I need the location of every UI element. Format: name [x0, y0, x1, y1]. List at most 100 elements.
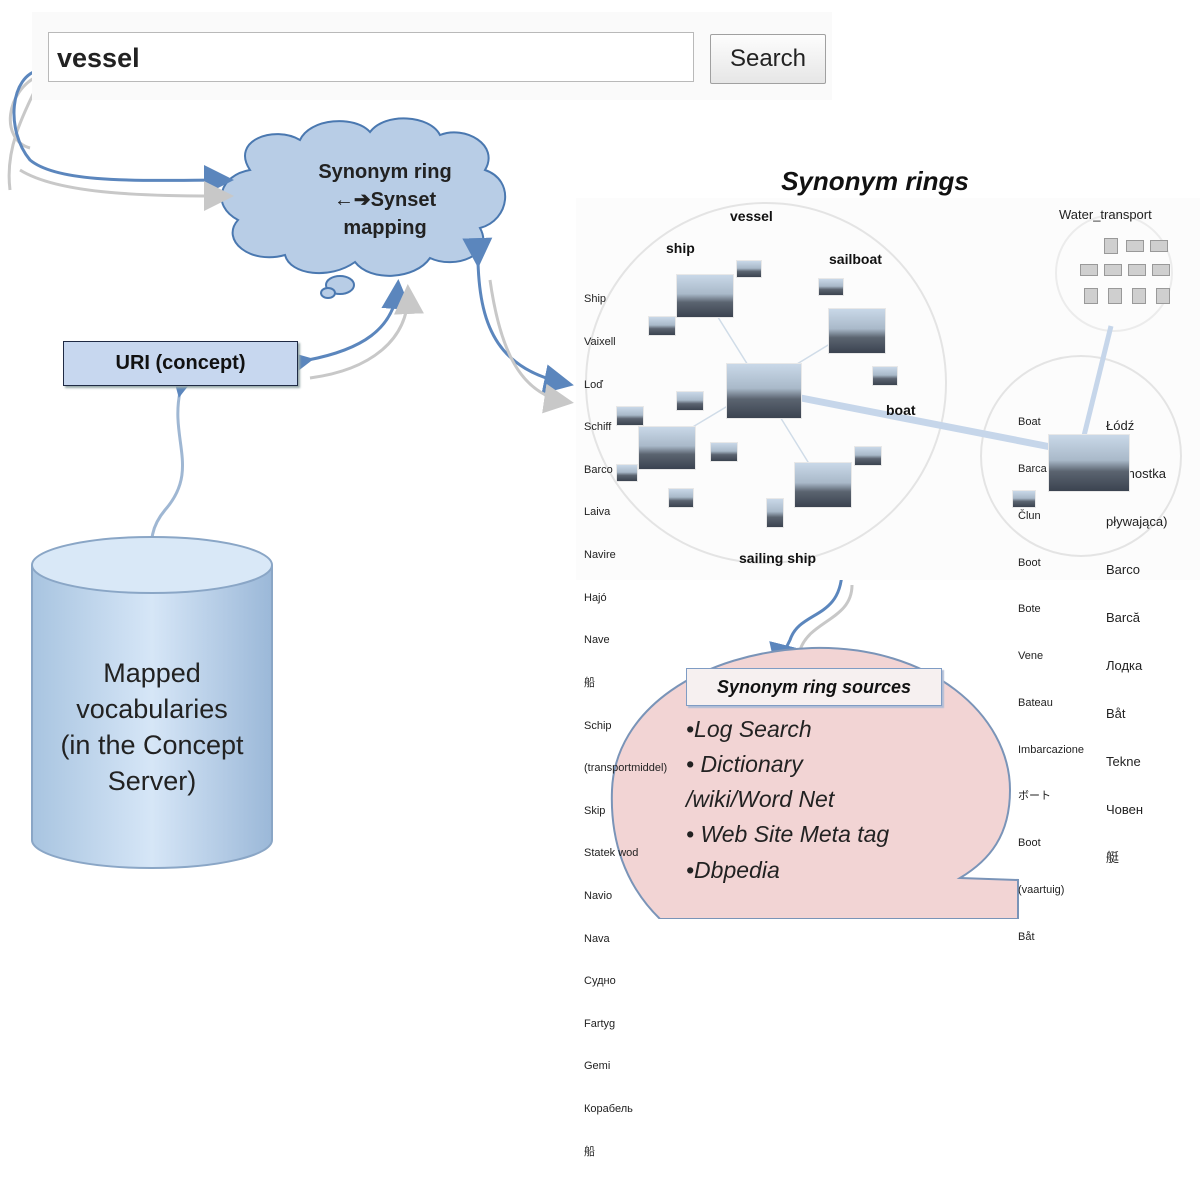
mapping-cloud-label: Synonym ring ←➔Synset mapping: [300, 158, 470, 242]
cloud-line-2: ←➔Synset: [333, 189, 437, 211]
ship-photo[interactable]: [872, 366, 898, 386]
synonym-word: Barco: [584, 463, 613, 476]
synonym-word: Barcă: [1106, 610, 1140, 625]
uri-label: URI (concept): [115, 352, 246, 374]
synonym-word: Судно: [584, 975, 616, 988]
boat-transport-link: [1078, 325, 1114, 449]
ship-photo-center[interactable]: [726, 363, 802, 419]
transport-thumb[interactable]: [1104, 264, 1122, 276]
synonym-word: Човен: [1106, 802, 1144, 817]
synonym-word: Navio: [584, 889, 613, 902]
ship-photo[interactable]: [616, 464, 638, 482]
cloud-line-3: mapping: [343, 217, 427, 239]
ring-label-sailing-ship: sailing ship: [739, 550, 817, 566]
synonym-word: Nave: [584, 634, 610, 647]
transport-thumb[interactable]: [1128, 264, 1146, 276]
uri-concept-box: URI (concept): [63, 341, 298, 386]
transport-thumb[interactable]: [1126, 240, 1144, 252]
synonym-word: Vaixell: [584, 336, 616, 349]
synonym-word: Båt: [1018, 930, 1035, 943]
ring-label-boat: boat: [886, 402, 916, 418]
synonym-word: Nava: [584, 932, 610, 945]
ship-photo[interactable]: [828, 308, 886, 354]
db-line: Server): [107, 766, 197, 796]
transport-thumb[interactable]: [1084, 288, 1098, 304]
cloud-line-1: Synonym ring: [318, 161, 452, 183]
synonym-word: Bateau: [1018, 696, 1053, 709]
synonym-ring-panel: vessel ship sailboat boat sailing ship W…: [576, 198, 1200, 1158]
boat-word-list-left: Boat Barca Člun Boot Bote Vene Bateau Im…: [1018, 384, 1084, 977]
boat-photo[interactable]: [1012, 490, 1036, 508]
synonym-word: Člun: [1018, 509, 1041, 522]
synonym-rings-title: Synonym rings: [781, 166, 969, 196]
boat-photo[interactable]: [1048, 434, 1130, 492]
ship-photo[interactable]: [736, 260, 762, 278]
cloud-ring-arrow: [462, 237, 574, 394]
synonym-word: Boot: [1018, 556, 1041, 569]
search-to-cloud-arrow: [12, 68, 234, 196]
synonym-word: Łódź: [1106, 418, 1135, 433]
synonym-word: Schip: [584, 719, 612, 732]
ship-photo[interactable]: [616, 406, 644, 426]
transport-thumb[interactable]: [1156, 288, 1170, 304]
synonym-word: 船: [584, 1145, 595, 1158]
sources-bubble: [610, 646, 1019, 919]
synonym-word: Skip: [584, 804, 606, 817]
synonym-word: Navire: [584, 549, 616, 562]
synonym-word: Vene: [1018, 650, 1044, 663]
synonym-word: 船: [584, 676, 595, 689]
vessel-boat-link: [800, 394, 1057, 452]
synonym-word: Barco: [1106, 562, 1140, 577]
ring-label-water-transport: Water_transport: [1059, 207, 1152, 222]
ship-photo[interactable]: [648, 316, 676, 336]
synonym-word: Båt: [1106, 706, 1126, 721]
boat-ring: [980, 355, 1182, 557]
db-line: vocabularies: [76, 694, 228, 724]
synonym-word: Boot: [1018, 837, 1041, 850]
synonym-word: Ship: [584, 293, 607, 306]
ship-photo[interactable]: [676, 391, 704, 411]
transport-thumb[interactable]: [1132, 288, 1146, 304]
transport-thumb[interactable]: [1150, 240, 1168, 252]
ship-photo[interactable]: [710, 442, 738, 462]
synonym-word: Bote: [1018, 603, 1041, 616]
database-label: Mapped vocabularies (in the Concept Serv…: [40, 655, 264, 799]
synonym-word: ボート: [1018, 790, 1051, 803]
vessel-ring: [585, 202, 947, 564]
vessel-word-list: Ship Vaixell Loď Schiff Barco Laiva Navi…: [584, 264, 667, 1187]
synonym-word: Statek wod: [584, 847, 639, 860]
transport-thumb[interactable]: [1108, 288, 1122, 304]
synonym-word: Tekne: [1106, 754, 1141, 769]
ship-photo[interactable]: [766, 498, 784, 528]
database-cylinder: [31, 536, 273, 869]
cloud-shape: [220, 117, 507, 299]
synonym-word: Schiff: [584, 421, 612, 434]
synonym-word: 艇: [1106, 850, 1120, 865]
water-transport-ring: [1055, 214, 1173, 332]
ship-photo[interactable]: [638, 426, 696, 470]
transport-thumb[interactable]: [1104, 238, 1118, 254]
source-item: •Dbpedia: [686, 857, 780, 883]
ship-photo[interactable]: [676, 274, 734, 318]
source-item: • Web Site Meta tag: [686, 821, 890, 847]
source-item: •Log Search: [686, 716, 812, 742]
source-item: • Dictionary: [686, 751, 803, 777]
boat-word-list-right: Łódź (jednostka pływająca) Barco Barcă Л…: [1106, 386, 1167, 898]
ring-label-vessel: vessel: [730, 208, 773, 224]
search-button[interactable]: Search: [710, 34, 826, 84]
synonym-word: (vaartuig): [1018, 884, 1065, 896]
transport-thumb[interactable]: [1152, 264, 1170, 276]
ship-photo[interactable]: [668, 488, 694, 508]
transport-thumb[interactable]: [1080, 264, 1098, 276]
diagram-canvas: [7, 68, 1019, 919]
synonym-word: Boat: [1018, 416, 1041, 429]
search-input[interactable]: vessel: [48, 32, 694, 82]
ship-photo[interactable]: [854, 446, 882, 466]
ship-photo[interactable]: [818, 278, 844, 296]
ship-photo[interactable]: [794, 462, 852, 508]
synonym-word: Hajó: [584, 591, 607, 604]
synonym-word: Fartyg: [584, 1017, 616, 1030]
sources-title: Synonym ring sources: [686, 668, 942, 706]
ring-label-ship: ship: [666, 240, 695, 256]
synonym-word: (transportmiddel): [584, 762, 668, 775]
